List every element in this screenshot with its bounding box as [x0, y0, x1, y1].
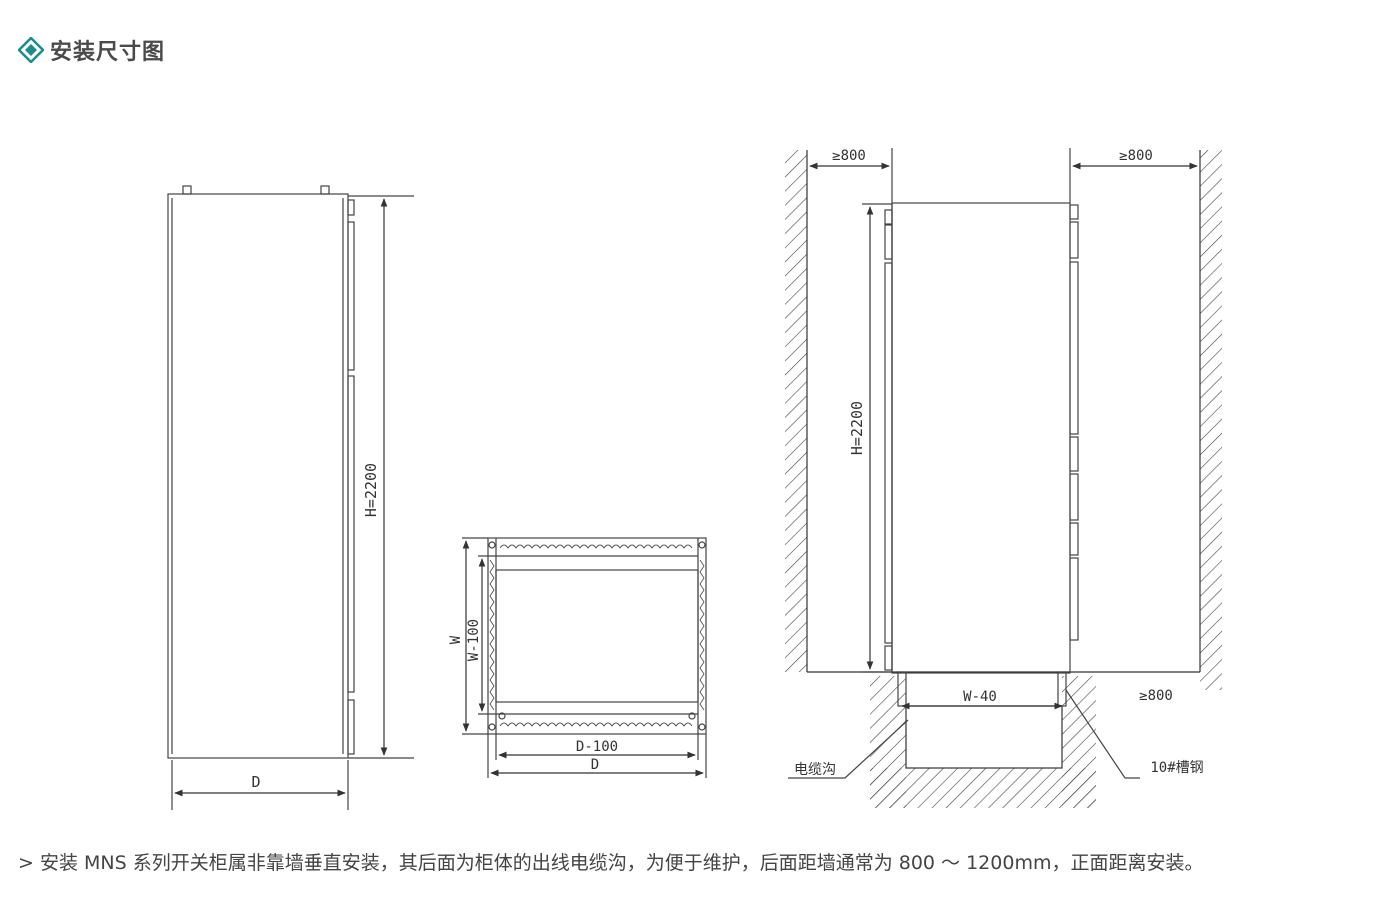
right-clearance-label: ≥800	[1119, 148, 1153, 164]
install-height-label: H=2200	[848, 401, 866, 455]
install-walls	[785, 150, 1222, 808]
section-header: 安装尺寸图	[18, 34, 165, 66]
plan-inner-depth-label: D-100	[576, 739, 618, 755]
installation-drawing: H=2200 D W W-100 D-100 D	[167, 148, 1222, 810]
channel-label: 10#槽钢	[1150, 760, 1203, 776]
rear-clearance-label: ≥800	[1139, 688, 1173, 704]
install-cabinet	[788, 148, 1140, 779]
plan-inner-width-label: W-100	[466, 619, 482, 661]
trench-label: 电缆沟	[794, 762, 836, 778]
plan-perforations	[489, 544, 705, 727]
diamond-icon	[18, 37, 44, 63]
left-clearance-label: ≥800	[832, 148, 866, 164]
trench-width-label: W-40	[963, 689, 997, 705]
plan-view-frame	[462, 537, 707, 778]
side-height-label: H=2200	[362, 463, 380, 517]
side-depth-label: D	[251, 773, 260, 791]
plan-depth-label: D	[591, 757, 599, 773]
installation-note: > 安装 MNS 系列开关柜属非靠墙垂直安装，其后面为柜体的出线电缆沟，为便于维…	[18, 852, 1204, 874]
plan-width-label: W	[448, 635, 464, 644]
side-view-cabinet	[167, 185, 414, 810]
page-title: 安装尺寸图	[50, 40, 166, 65]
